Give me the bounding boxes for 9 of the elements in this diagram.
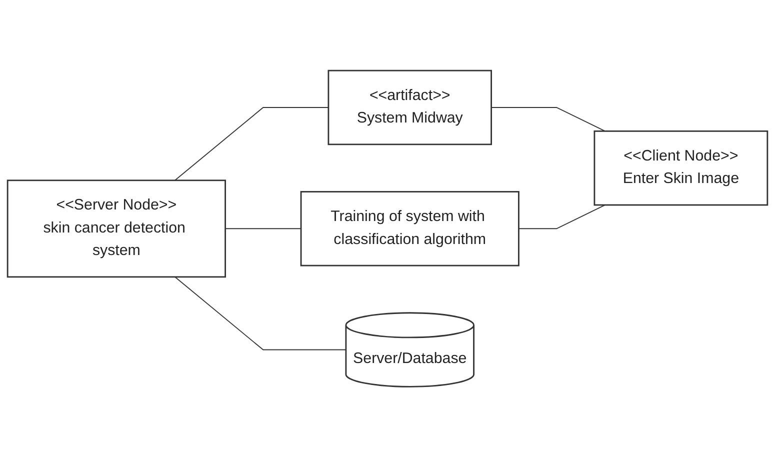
node-box: <<Client Node>> Enter Skin Image [594,130,768,206]
node-box: <<artifact>> System Midway [328,70,492,145]
node-box: Training of system with classification algorithm [300,190,520,266]
connector [490,106,606,132]
node-box: <<Server Node>> skin cancer detection system [6,180,226,278]
connector [174,276,346,350]
connector [224,228,302,229]
connector [518,204,606,229]
connector [174,106,329,181]
